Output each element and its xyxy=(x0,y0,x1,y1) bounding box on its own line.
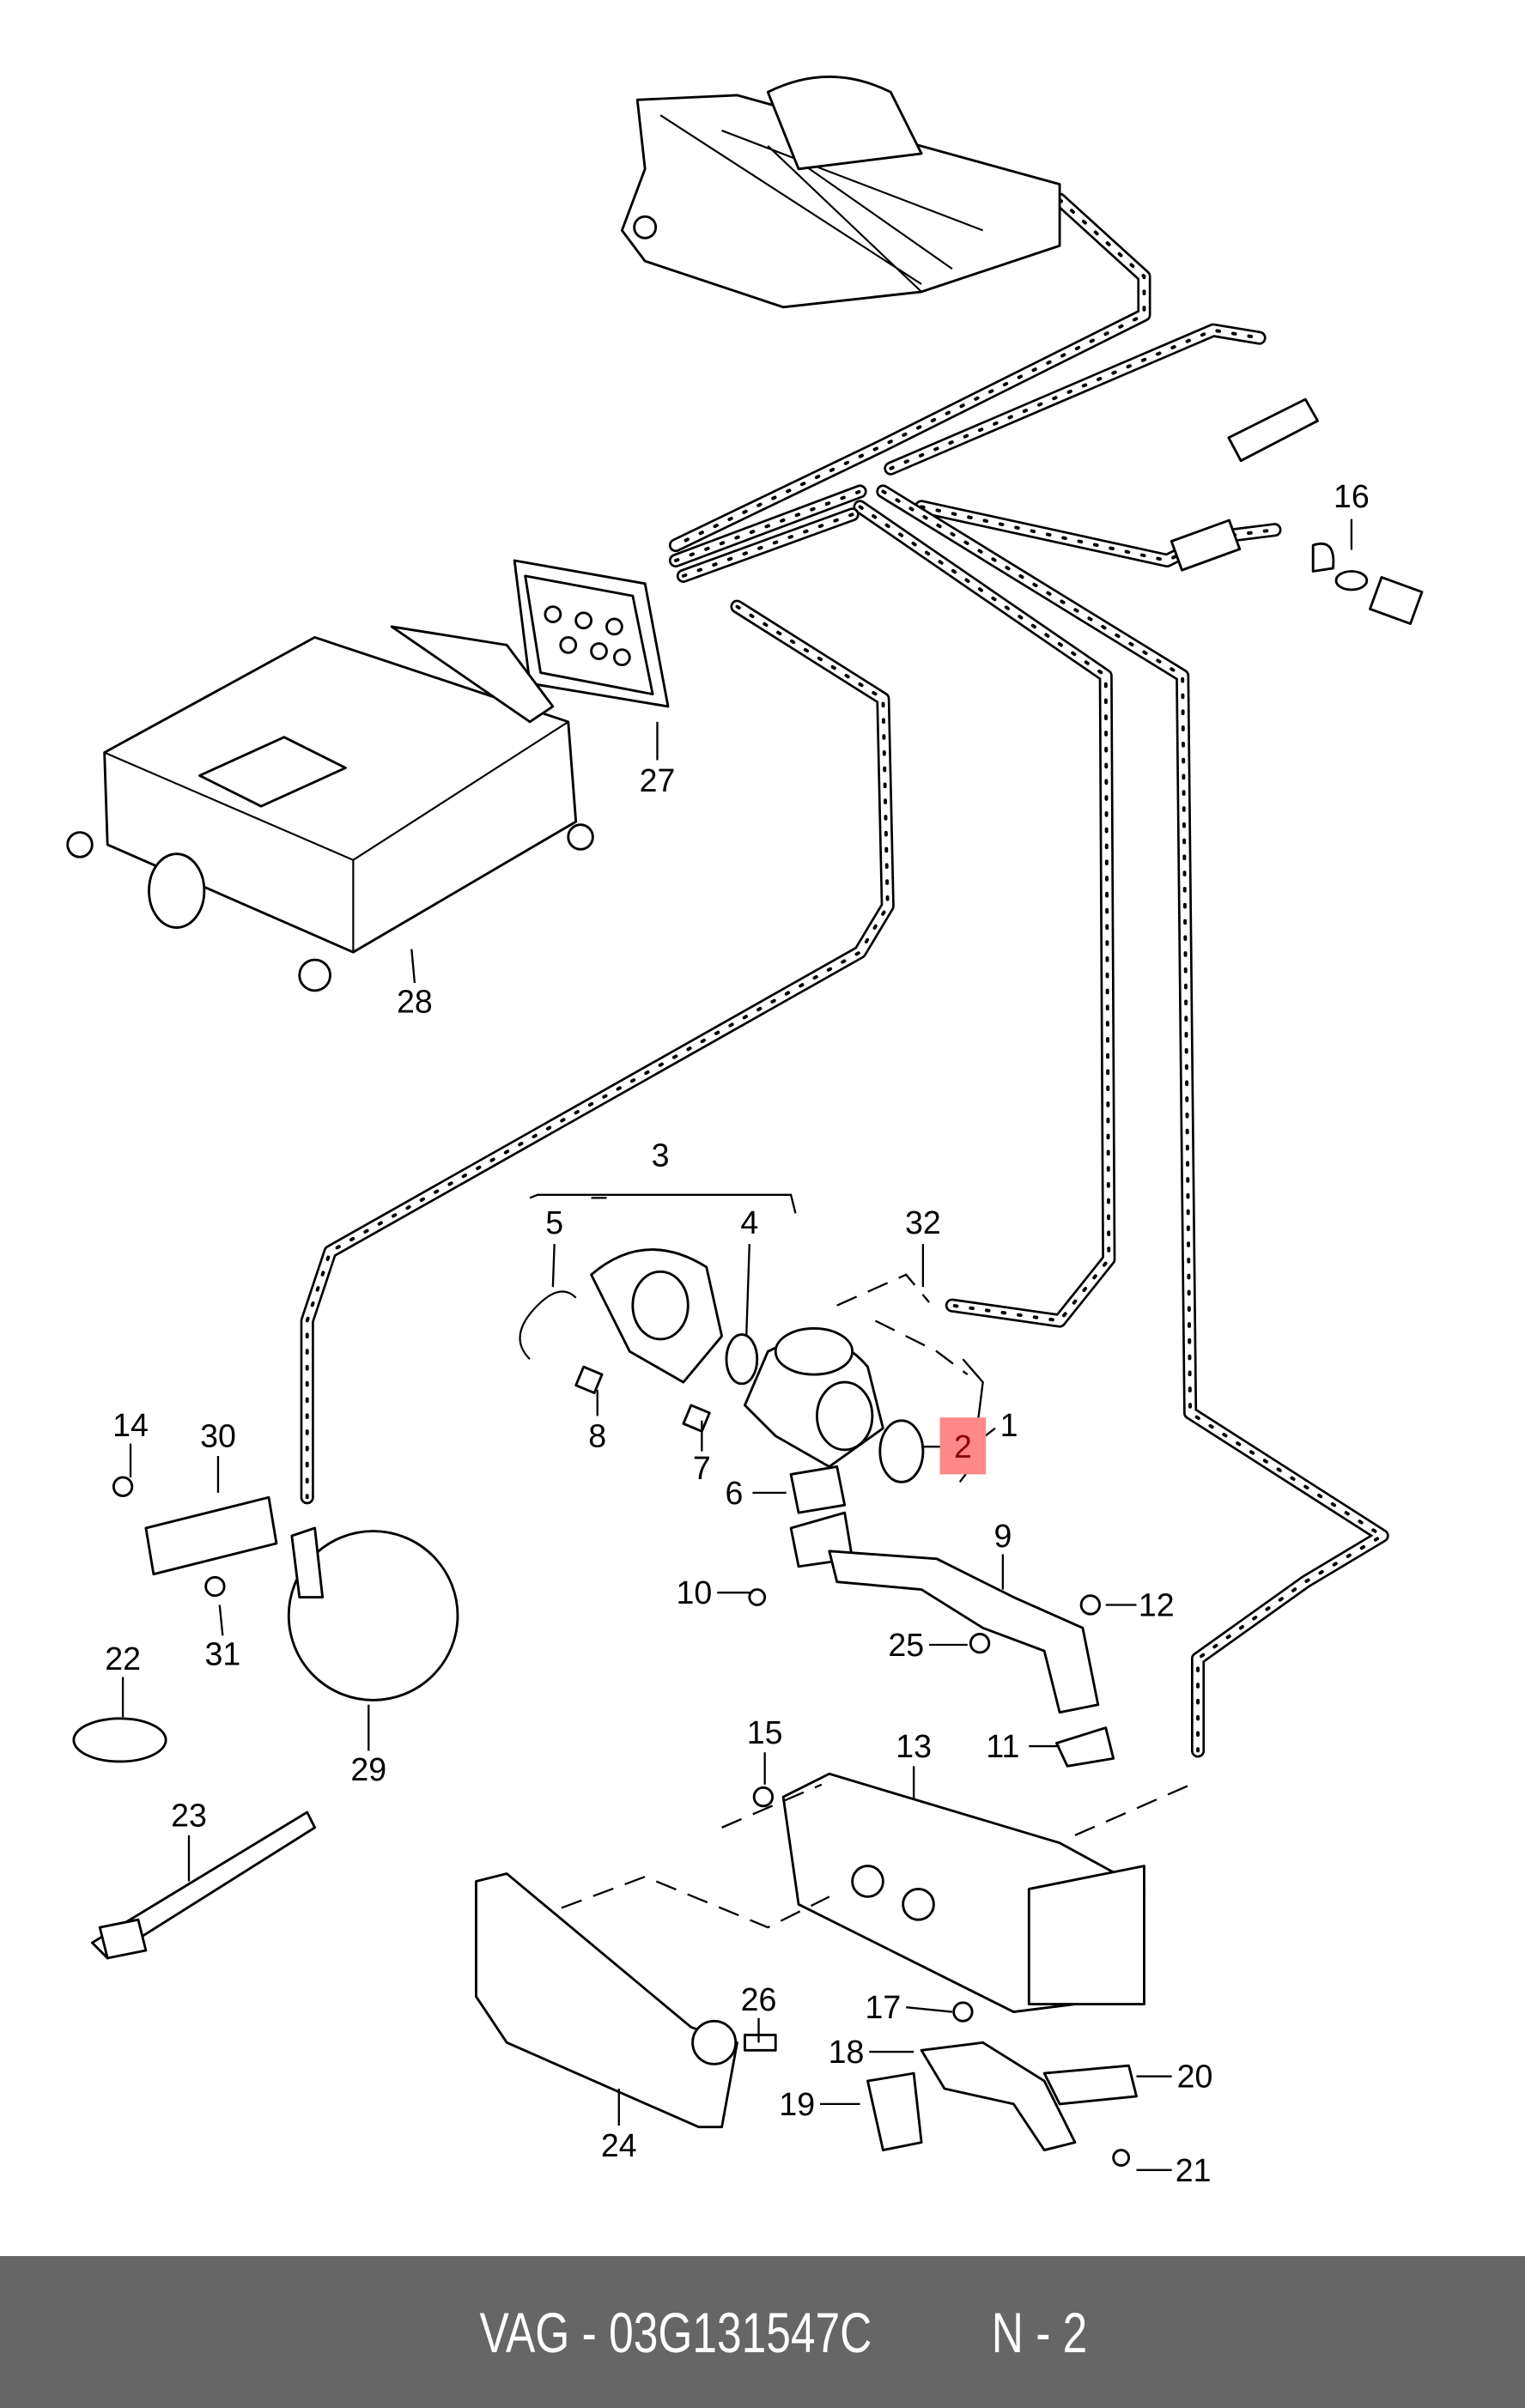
page-reference: N - 2 xyxy=(992,2300,1088,2364)
vacuum-hose xyxy=(853,500,1116,1328)
part-label-2-highlighted[interactable]: 2 xyxy=(954,1428,972,1465)
part-label-3[interactable]: 3 xyxy=(652,1137,670,1173)
part-label-6[interactable]: 6 xyxy=(725,1475,743,1511)
part-label-29[interactable]: 29 xyxy=(350,1751,386,1787)
part-labels: 16 27 28 3 5 4 32 1 2 8 7 6 14 30 31 22 … xyxy=(105,478,1370,2188)
vacuum-hose xyxy=(885,325,1264,474)
part-label-1[interactable]: 1 xyxy=(1000,1407,1018,1443)
part-label-30[interactable]: 30 xyxy=(200,1418,236,1454)
part-label-16[interactable]: 16 xyxy=(1334,478,1370,514)
part-label-25[interactable]: 25 xyxy=(888,1627,924,1663)
part-number: VAG - 03G131547C xyxy=(479,2300,872,2364)
vacuum-hose xyxy=(673,489,862,562)
vacuum-hose xyxy=(678,509,857,581)
part-label-15[interactable]: 15 xyxy=(747,1714,783,1750)
egr-valve-assembly xyxy=(519,1193,996,1568)
part-label-24[interactable]: 24 xyxy=(601,2127,637,2163)
egr-connecting-pipe xyxy=(866,2001,1138,2167)
part-label-14[interactable]: 14 xyxy=(112,1407,149,1443)
connector xyxy=(513,559,670,708)
control-unit xyxy=(66,625,594,992)
highlight-box xyxy=(939,1417,987,1475)
part-label-9[interactable]: 9 xyxy=(993,1518,1012,1554)
part-label-13[interactable]: 13 xyxy=(896,1728,932,1764)
exploded-parts-diagram: 16 27 28 3 5 4 32 1 2 8 7 6 14 30 31 22 … xyxy=(66,76,1424,2188)
leader-lines xyxy=(121,519,1353,2171)
vacuum-valve xyxy=(1170,397,1424,625)
footer-bar: VAG - 03G131547C N - 2 xyxy=(0,2256,1525,2408)
vacuum-hose xyxy=(858,505,1111,1323)
mounting-bracket xyxy=(475,1872,777,2129)
vacuum-hose xyxy=(881,489,1386,1753)
part-label-27[interactable]: 27 xyxy=(640,762,676,798)
vacuum-hose xyxy=(305,604,890,1500)
part-label-31[interactable]: 31 xyxy=(204,1636,240,1672)
vacuum-hose xyxy=(855,501,1114,1325)
part-label-19[interactable]: 19 xyxy=(779,2086,815,2122)
part-label-20[interactable]: 20 xyxy=(1177,2059,1213,2095)
part-label-32[interactable]: 32 xyxy=(905,1204,941,1240)
part-label-7[interactable]: 7 xyxy=(693,1450,711,1486)
vacuum-actuator xyxy=(112,1476,459,1701)
part-label-26[interactable]: 26 xyxy=(741,1981,777,2017)
egr-pipe xyxy=(748,1550,1115,1768)
part-label-28[interactable]: 28 xyxy=(397,983,433,1019)
air-filter-housing xyxy=(620,76,1061,309)
vacuum-hose xyxy=(878,487,1388,1756)
vacuum-hose xyxy=(876,484,1389,1758)
part-label-8[interactable]: 8 xyxy=(588,1418,606,1454)
part-label-4[interactable]: 4 xyxy=(740,1204,758,1240)
part-label-5[interactable]: 5 xyxy=(545,1204,563,1240)
part-label-11[interactable]: 11 xyxy=(986,1728,1019,1764)
part-label-12[interactable]: 12 xyxy=(1139,1586,1175,1623)
clamp-and-strap xyxy=(72,1717,317,1960)
part-label-23[interactable]: 23 xyxy=(171,1798,207,1834)
part-label-22[interactable]: 22 xyxy=(105,1641,141,1677)
part-label-10[interactable]: 10 xyxy=(677,1574,713,1610)
part-label-21[interactable]: 21 xyxy=(1176,2152,1212,2188)
part-label-18[interactable]: 18 xyxy=(829,2034,865,2070)
part-label-17[interactable]: 17 xyxy=(866,1989,902,2025)
vacuum-hose xyxy=(671,195,1149,550)
egr-cooler xyxy=(529,1772,1199,2013)
